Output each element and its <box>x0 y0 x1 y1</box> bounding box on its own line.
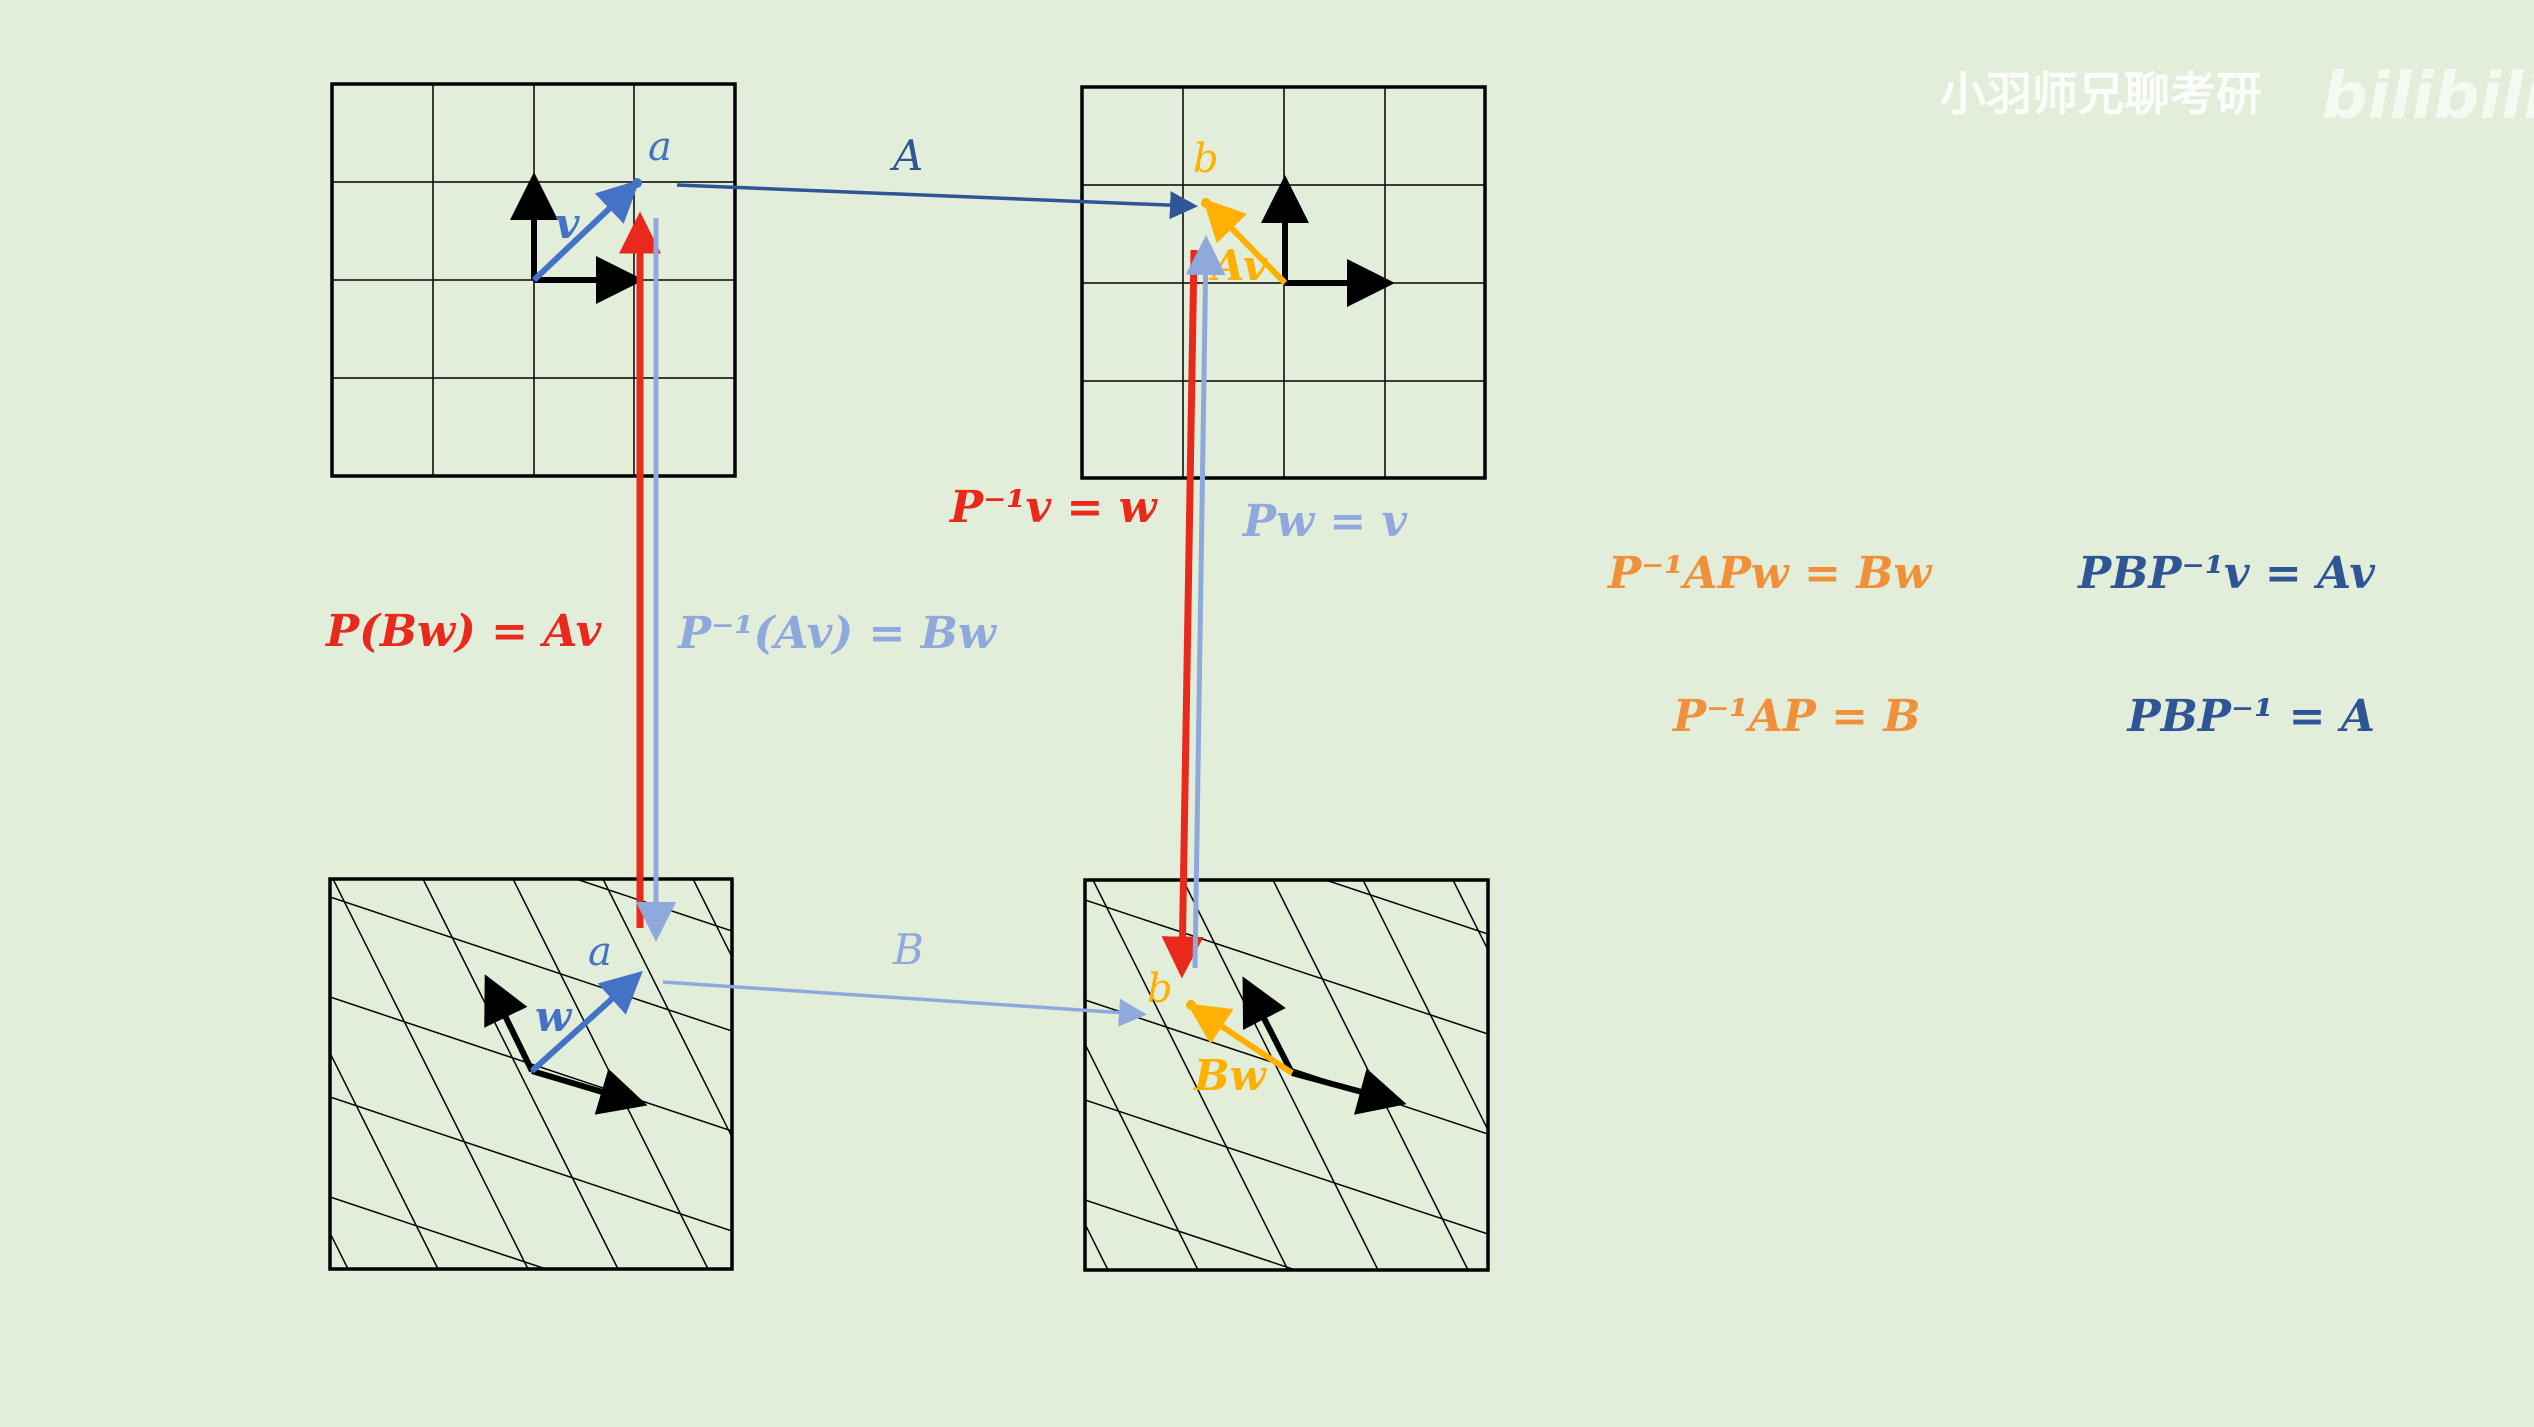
point-a-bottom-label: a <box>588 929 612 975</box>
vector-Av-label: Av <box>1208 241 1268 290</box>
eq-Pinv-APw-eq-Bw: P⁻¹APw = Bw <box>1606 548 1933 599</box>
vector-v-label: v <box>555 199 580 248</box>
bottom-left-skewed-grid-panel: a w <box>328 877 734 1271</box>
map-A-label: A <box>889 131 923 180</box>
point-a-top-dot <box>632 178 642 188</box>
eq-PBPinv-v-eq-Av: PBP⁻¹v = Av <box>2076 548 2375 599</box>
point-b-bottom-label: b <box>1147 966 1173 1012</box>
bottom-left-skewed-lines <box>330 879 732 1269</box>
bottom-left-basis-1-arrow <box>531 1068 648 1115</box>
bottom-right-skewed-grid-panel: b Bw <box>1083 878 1490 1272</box>
eq-Pinv-AP-eq-B: P⁻¹AP = B <box>1671 691 1921 742</box>
eq-Pinv-v-eq-w: P⁻¹v = w <box>948 482 1159 533</box>
bottom-right-basis-2-arrow <box>1242 976 1295 1075</box>
bottom-right-basis-1-arrow <box>1291 1068 1407 1115</box>
point-b-top-label: b <box>1193 136 1219 182</box>
bottom-right-frame <box>1083 878 1490 1272</box>
map-B-arrow <box>662 980 1147 1027</box>
vector-Bw-label: Bw <box>1193 1051 1267 1100</box>
eq-P-Bw-eq-Av: P(Bw) = Av <box>324 606 602 657</box>
watermark: 小羽师兄聊考研 bilibili <box>1940 60 2534 134</box>
map-B-label: B <box>892 925 924 974</box>
eq-PBPinv-eq-A: PBP⁻¹ = A <box>2126 691 2376 742</box>
watermark-channel-name: 小羽师兄聊考研 <box>1940 67 2262 121</box>
bottom-left-basis-2-arrow <box>484 974 535 1073</box>
vector-Bw-arrow <box>1186 1003 1294 1076</box>
point-b-top-dot <box>1201 198 1211 208</box>
point-a-top-label: a <box>648 124 672 170</box>
bottom-left-frame <box>328 877 734 1271</box>
right-red-arrow-down <box>1161 249 1204 979</box>
watermark-bilibili-logo: bilibili <box>2322 60 2534 134</box>
point-b-bottom-dot <box>1186 1000 1196 1010</box>
top-right-grid-panel: b Av <box>1080 85 1487 480</box>
vector-w-arrow <box>529 970 643 1074</box>
eq-Pinv-Av-eq-Bw: P⁻¹(Av) = Bw <box>676 608 998 659</box>
right-lightblue-arrow-up <box>1185 235 1226 969</box>
vector-Av-arrow <box>1202 198 1288 286</box>
vector-v-arrow <box>531 179 640 283</box>
map-A-arrow <box>676 183 1198 220</box>
top-left-grid-lines <box>332 84 735 476</box>
bottom-right-skewed-lines <box>1085 880 1488 1270</box>
eq-Pw-eq-v: Pw = v <box>1241 496 1407 547</box>
top-left-grid-panel: a v <box>330 82 737 478</box>
vector-w-label: w <box>535 992 573 1041</box>
